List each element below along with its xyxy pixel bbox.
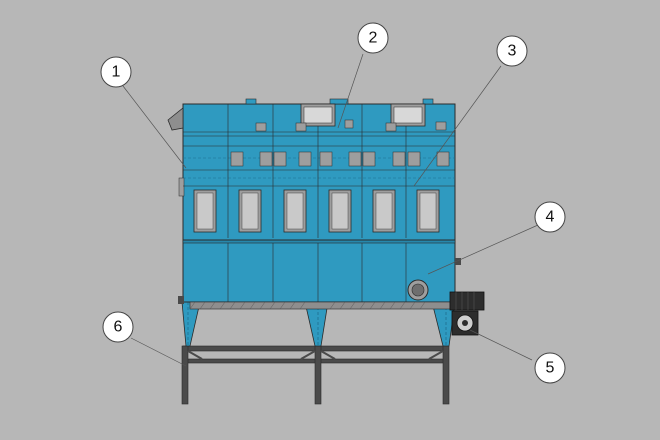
- callout-4-label: 4: [546, 209, 555, 226]
- drive-motor: [449, 291, 485, 336]
- callout-3-label: 3: [508, 43, 517, 60]
- callout-2: 2: [357, 22, 389, 54]
- dryer-upper-section: [167, 98, 456, 241]
- callout-5: 5: [534, 352, 566, 384]
- support-frame: [181, 345, 450, 405]
- callout-5-label: 5: [546, 360, 555, 377]
- callout-6: 6: [102, 311, 134, 343]
- discharge-hoppers: [181, 301, 456, 347]
- dryer-lower-section: [178, 237, 461, 310]
- callout-2-label: 2: [369, 30, 378, 47]
- callout-3: 3: [496, 35, 528, 67]
- callout-4: 4: [534, 201, 566, 233]
- callout-1: 1: [100, 56, 132, 88]
- callout-leaders: [122, 53, 539, 367]
- callout-6-label: 6: [114, 319, 123, 336]
- callout-1-label: 1: [112, 64, 121, 81]
